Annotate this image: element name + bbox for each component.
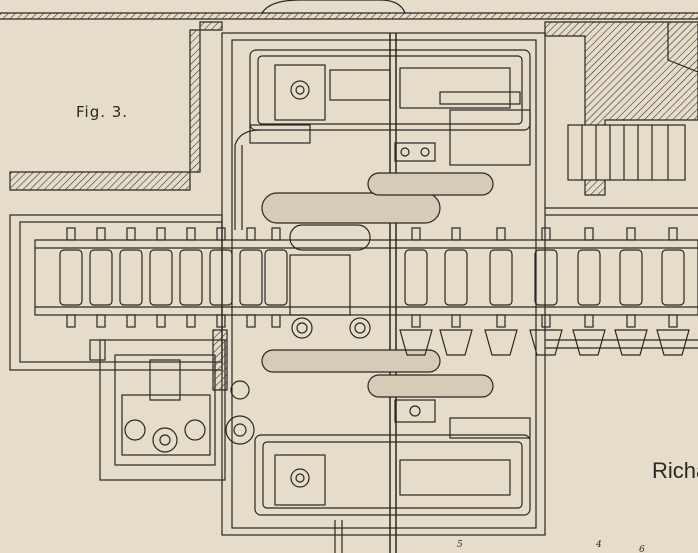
roller <box>661 249 685 306</box>
caption-text: Richa <box>652 458 698 483</box>
bevel-gear <box>614 329 648 356</box>
lower-gears <box>261 349 494 398</box>
bevel-gear <box>484 329 518 356</box>
roller-bearing <box>668 314 678 328</box>
right-wall <box>544 21 698 196</box>
part-number: 6 <box>639 545 645 553</box>
roller-bearing <box>186 314 196 328</box>
roller <box>239 249 263 306</box>
bevel-gear <box>572 329 606 356</box>
roller-bearing <box>451 314 461 328</box>
machine-frame <box>9 32 698 536</box>
roller <box>489 249 513 306</box>
roller <box>264 249 288 306</box>
roller-bearing <box>271 227 281 241</box>
roller <box>577 249 601 306</box>
stair-block <box>567 124 686 181</box>
roller-bearing <box>156 314 166 328</box>
roller <box>149 249 173 306</box>
bevel-gears <box>399 329 690 356</box>
figure-label: Fig. 3. <box>76 103 129 121</box>
roller-bearing <box>156 227 166 241</box>
roller-conveyor <box>34 227 698 339</box>
roller-bearing <box>584 314 594 328</box>
pump-assembly <box>89 329 255 466</box>
bevel-gear <box>439 329 473 356</box>
bevel-gear <box>656 329 690 356</box>
rollers <box>59 227 685 328</box>
roller-bearing <box>96 227 106 241</box>
roller <box>444 249 468 306</box>
lower-engine <box>254 399 531 553</box>
roller-bearing <box>126 314 136 328</box>
roller-bearing <box>411 227 421 241</box>
roller-bearing <box>626 227 636 241</box>
roller-bearing <box>186 227 196 241</box>
roller-bearing <box>668 227 678 241</box>
roller-bearing <box>496 227 506 241</box>
roller-bearing <box>584 227 594 241</box>
roller-bearing <box>246 314 256 328</box>
roller-bearing <box>216 227 226 241</box>
roller <box>619 249 643 306</box>
roller-bearing <box>541 227 551 241</box>
roller-bearing <box>411 314 421 328</box>
top-wall <box>0 0 698 20</box>
roller <box>59 249 83 306</box>
roller-bearing <box>451 227 461 241</box>
roller-bearing <box>246 227 256 241</box>
roller <box>404 249 428 306</box>
roller-bearing <box>216 314 226 328</box>
part-number: 4 <box>596 540 602 550</box>
bevel-gear <box>529 329 563 356</box>
roller-bearing <box>541 314 551 328</box>
bevel-gear <box>399 329 433 356</box>
roller <box>534 249 558 306</box>
part-number: 5 <box>457 540 463 550</box>
roller-bearing <box>126 227 136 241</box>
roller-bearing <box>66 314 76 328</box>
roller <box>209 249 233 306</box>
roller-bearing <box>271 314 281 328</box>
roller-bearing <box>96 314 106 328</box>
upper-gears <box>261 172 494 251</box>
roller <box>89 249 113 306</box>
roller-bearing <box>66 227 76 241</box>
roller-bearing <box>496 314 506 328</box>
roller <box>179 249 203 306</box>
main-shaft <box>389 33 397 553</box>
roller <box>119 249 143 306</box>
left-wall <box>9 21 223 191</box>
roller-bearing <box>626 314 636 328</box>
